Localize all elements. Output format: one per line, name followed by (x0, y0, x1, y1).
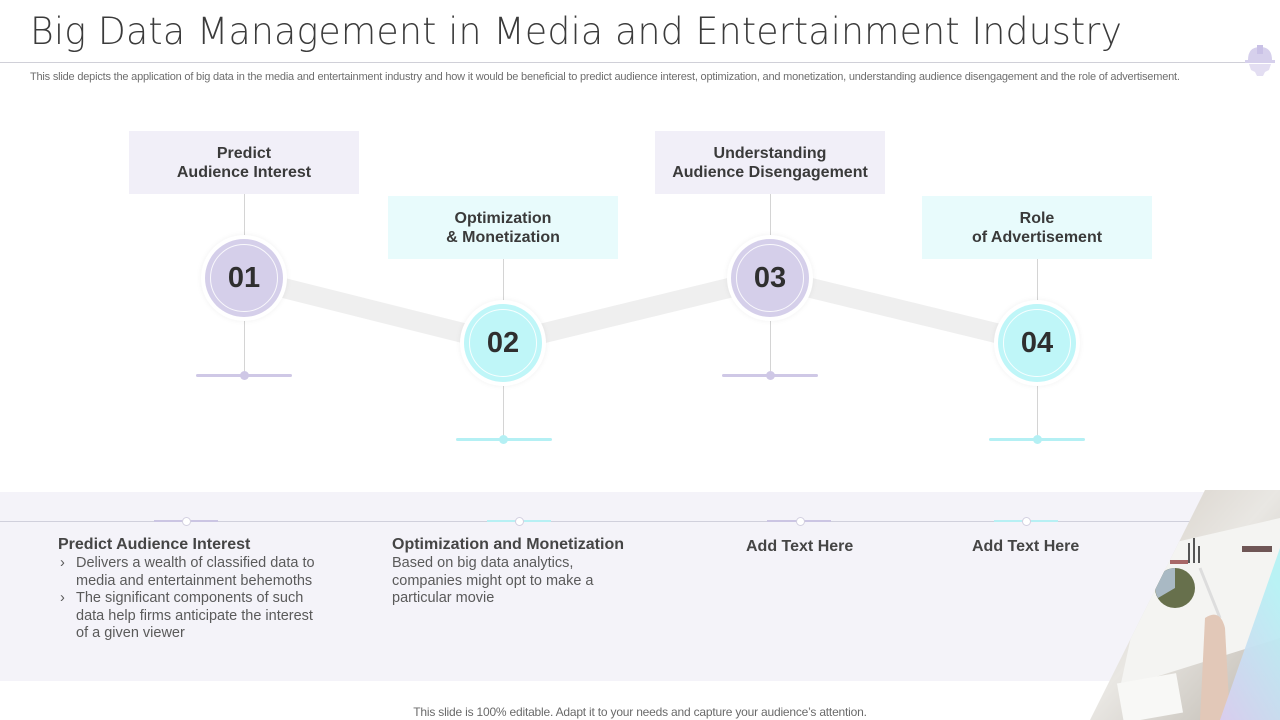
step-04-connector-bottom (1037, 383, 1038, 440)
detail-03-heading: Add Text Here (746, 538, 854, 555)
step-03-circle: 03 (731, 239, 809, 317)
detail-01-bullets: Delivers a wealth of classified data to … (58, 555, 318, 643)
hardhat-gear-icon (1245, 45, 1275, 76)
analytics-photo (1090, 490, 1280, 720)
step-01-connector-top (244, 194, 245, 240)
step-04-connector-top (1037, 259, 1038, 305)
step-02-number: 02 (486, 326, 520, 359)
detail-04-marker-dot (1022, 517, 1031, 526)
slide-title: Big Data Management in Media and Enterta… (30, 10, 1123, 53)
detail-04: Add Text Here (972, 537, 1079, 557)
detail-02: Optimization and Monetization Based on b… (392, 535, 632, 608)
step-03-number: 03 (753, 261, 787, 294)
step-04-label-line2: of Advertisement (971, 228, 1103, 246)
detail-02-text: Based on big data analytics, companies m… (392, 555, 594, 606)
detail-01-heading: Predict Audience Interest (58, 536, 251, 553)
step-02-label-line1: Optimization (454, 209, 552, 227)
step-01-number: 01 (227, 261, 261, 294)
details-divider (0, 521, 1200, 522)
detail-01-bullet-1: Delivers a wealth of classified data to … (58, 555, 318, 590)
detail-01: Predict Audience Interest Delivers a wea… (58, 535, 318, 643)
step-04-baseline-dot (1033, 435, 1042, 444)
step-04-label-box: Role of Advertisement (922, 196, 1152, 259)
step-01-connector-bottom (244, 318, 245, 375)
detail-03-marker-dot (796, 517, 805, 526)
step-02-label-line2: & Monetization (446, 228, 560, 246)
step-02-connector-bottom (503, 383, 504, 440)
step-01-baseline-dot (240, 371, 249, 380)
detail-02-heading: Optimization and Monetization (392, 536, 624, 553)
step-01-label-box: Predict Audience Interest (129, 131, 359, 194)
step-03-baseline-dot (766, 371, 775, 380)
detail-01-marker-dot (182, 517, 191, 526)
step-04-number: 04 (1020, 326, 1054, 359)
detail-01-bullet-2: The significant components of such data … (58, 590, 318, 643)
step-04-label-line1: Role (1019, 209, 1055, 227)
step-02-baseline-dot (499, 435, 508, 444)
step-01-label-line2: Audience Interest (176, 163, 312, 181)
detail-02-marker-dot (515, 517, 524, 526)
detail-04-heading: Add Text Here (972, 538, 1080, 555)
step-04-circle: 04 (998, 304, 1076, 382)
footer-note: This slide is 100% editable. Adapt it to… (413, 705, 867, 719)
step-01-label-line1: Predict (216, 144, 272, 162)
step-03-connector-bottom (770, 318, 771, 375)
step-02-label-box: Optimization & Monetization (388, 196, 618, 259)
step-02-connector-top (503, 259, 504, 305)
detail-03: Add Text Here (746, 537, 853, 557)
step-03-label-line1: Understanding (713, 144, 827, 162)
step-01-circle: 01 (205, 239, 283, 317)
title-divider (0, 62, 1250, 63)
step-03-connector-top (770, 194, 771, 240)
step-03-label-line2: Audience Disengagement (672, 163, 868, 181)
step-02-circle: 02 (464, 304, 542, 382)
slide-subtitle: This slide depicts the application of bi… (30, 71, 1180, 83)
step-03-label-box: Understanding Audience Disengagement (655, 131, 885, 194)
